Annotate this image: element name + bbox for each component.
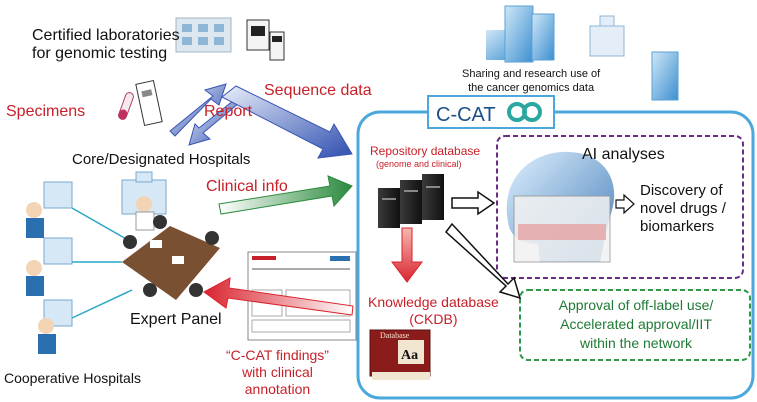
- repository-db-sub-label: (genome and clinical): [376, 159, 462, 169]
- approval-box: [519, 289, 751, 361]
- core-hospitals-label: Core/Designated Hospitals: [72, 151, 251, 168]
- ccat-title-tab: [427, 95, 555, 129]
- ccat-findings-arrow: [203, 277, 354, 316]
- ccat-title: C-CAT: [436, 104, 496, 126]
- repository-to-ai-arrow: [451, 190, 496, 216]
- repository-to-knowledge-arrow: [391, 227, 423, 283]
- specimen-tube-icon: [118, 92, 134, 120]
- report-label: Report: [204, 103, 253, 120]
- network-lines: [71, 207, 133, 319]
- expert-panel-table-icon: [122, 215, 220, 300]
- sharing-label: Sharing and research use of the cancer g…: [462, 68, 601, 94]
- sequence-data-arrow: [221, 85, 353, 159]
- doctor-icons: [26, 196, 155, 354]
- specimen-kit-icon: [135, 79, 163, 127]
- knowledge-db-label: Knowledge database (CKDB): [368, 294, 499, 327]
- expert-panel-label: Expert Panel: [130, 311, 222, 328]
- specimen-report-arrows: [169, 83, 239, 146]
- ccat-logo-icon: [507, 102, 542, 122]
- sequence-data-label: Sequence data: [264, 82, 372, 99]
- book-title: Database: [380, 331, 410, 340]
- ccat-findings-label: “C-CAT findings” with clinical annotatio…: [226, 347, 329, 397]
- repository-db-label: Repository database: [370, 144, 481, 158]
- clinical-info-arrow: [218, 175, 353, 215]
- research-buildings-icon: [486, 5, 679, 101]
- cooperative-hospitals-label: Cooperative Hospitals: [4, 370, 141, 386]
- laboratory-building-icon: [175, 17, 232, 53]
- clinical-info-label: Clinical info: [206, 178, 288, 195]
- ai-analyses-box: [496, 135, 744, 279]
- certified-labs-label: Certified laboratories for genomic testi…: [32, 27, 180, 62]
- book-letters: Aa: [401, 348, 418, 363]
- ai-head-icon: [506, 151, 615, 263]
- repository-to-approval-arrow: [444, 222, 522, 300]
- specimens-label: Specimens: [6, 103, 86, 120]
- ccat-box: [356, 110, 755, 400]
- knowledge-database-book-icon: Database Aa: [369, 329, 431, 380]
- ai-analyses-label: AI analyses: [582, 146, 665, 163]
- discovery-label: Discovery of novel drugs / biomarkers: [640, 182, 726, 235]
- sequencer-icon: [246, 19, 285, 61]
- repository-server-icon: [378, 174, 444, 228]
- cooperative-hospital-icons: [43, 181, 73, 327]
- ai-to-discovery-arrow: [615, 193, 635, 215]
- approval-label: Approval of off-label use/ Accelerated a…: [558, 297, 714, 351]
